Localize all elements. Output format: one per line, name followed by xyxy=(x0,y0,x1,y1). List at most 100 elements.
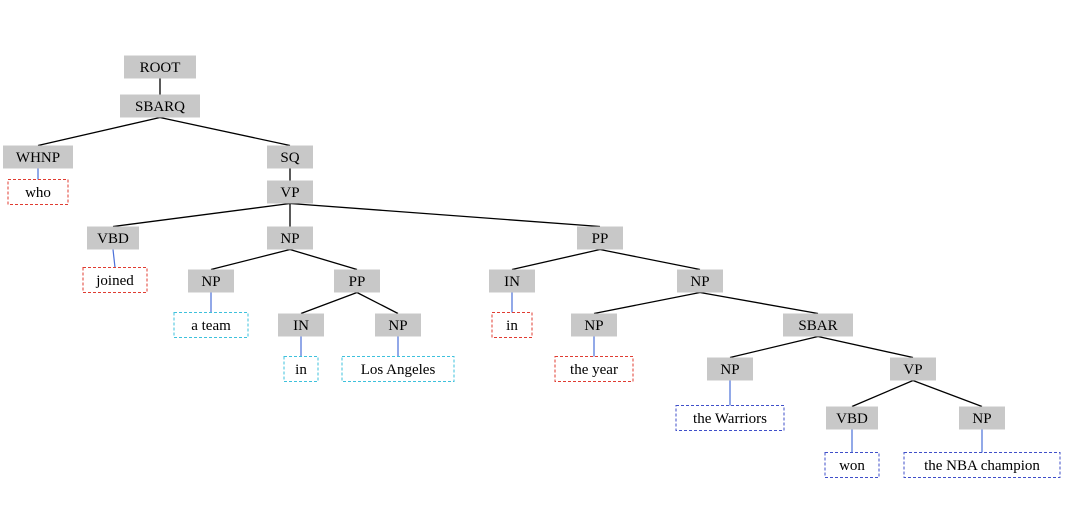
edge-sbarq-whnp xyxy=(37,116,161,147)
node-label: VBD xyxy=(97,231,129,247)
leaf-box xyxy=(675,405,785,431)
leaf-box xyxy=(283,356,319,382)
node-label: the Warriors xyxy=(693,411,767,427)
leaf-word-nba: the NBA champion xyxy=(903,452,1061,478)
tag-node-in1: IN xyxy=(278,313,324,337)
tag-node-in2: IN xyxy=(489,269,535,293)
edge-np4-np5 xyxy=(593,291,701,315)
tag-box xyxy=(120,94,200,118)
tag-box xyxy=(707,357,753,381)
edge-np4-sbar xyxy=(699,291,819,315)
node-label: NP xyxy=(720,362,739,378)
node-label: Los Angeles xyxy=(361,362,436,378)
leaf-box xyxy=(7,179,69,205)
leaf-box xyxy=(824,452,880,478)
node-label: the year xyxy=(570,362,618,378)
tag-box xyxy=(375,313,421,337)
tag-box xyxy=(278,313,324,337)
node-label: who xyxy=(25,185,51,201)
tag-node-vbd1: VBD xyxy=(87,226,139,250)
node-label: in xyxy=(506,318,518,334)
tag-node-sbarq: SBARQ xyxy=(120,94,200,118)
edge-sbar-vp2 xyxy=(817,335,914,359)
node-label: the NBA champion xyxy=(924,458,1040,474)
node-label: VBD xyxy=(836,411,868,427)
node-label: NP xyxy=(972,411,991,427)
tag-box xyxy=(959,406,1005,430)
node-label: IN xyxy=(504,274,520,290)
edge-sbar-np6 xyxy=(729,335,819,359)
tag-node-pp2: PP xyxy=(577,226,623,250)
node-label: IN xyxy=(293,318,309,334)
leaf-word-in2w: in xyxy=(491,312,533,338)
tree-edges xyxy=(37,78,983,453)
edge-vbd1-joined xyxy=(112,249,116,268)
tag-node-np3: NP xyxy=(375,313,421,337)
leaf-box xyxy=(554,356,634,382)
tag-box xyxy=(826,406,878,430)
leaf-box xyxy=(903,452,1061,478)
leaf-word-who: who xyxy=(7,179,69,205)
node-label: in xyxy=(295,362,307,378)
tag-node-np4: NP xyxy=(677,269,723,293)
tag-node-np5: NP xyxy=(571,313,617,337)
tag-box xyxy=(124,55,196,79)
node-label: NP xyxy=(584,318,603,334)
tag-box xyxy=(334,269,380,293)
edge-np1-np2 xyxy=(210,248,291,271)
tag-box xyxy=(783,313,853,337)
leaf-box xyxy=(173,312,249,338)
node-label: won xyxy=(839,458,865,474)
node-label: SBAR xyxy=(798,318,837,334)
tag-node-np1: NP xyxy=(267,226,313,250)
tag-box xyxy=(267,145,313,169)
tag-node-np2: NP xyxy=(188,269,234,293)
tag-box xyxy=(571,313,617,337)
tag-box xyxy=(577,226,623,250)
edge-pp1-np3 xyxy=(356,291,399,315)
tag-box xyxy=(3,145,73,169)
edge-vp1-vbd1 xyxy=(112,202,291,228)
node-label: ROOT xyxy=(140,60,181,76)
node-label: NP xyxy=(201,274,220,290)
tag-box xyxy=(267,226,313,250)
node-label: NP xyxy=(690,274,709,290)
tag-node-root: ROOT xyxy=(124,55,196,79)
leaf-word-la: Los Angeles xyxy=(341,356,455,382)
leaf-word-in1w: in xyxy=(283,356,319,382)
leaf-word-warriors: the Warriors xyxy=(675,405,785,431)
leaf-box xyxy=(82,267,148,293)
edge-np1-pp1 xyxy=(289,248,358,271)
tag-node-vp2: VP xyxy=(890,357,936,381)
tag-box xyxy=(188,269,234,293)
node-label: VP xyxy=(903,362,922,378)
tag-box xyxy=(489,269,535,293)
tag-box xyxy=(87,226,139,250)
tag-node-np7: NP xyxy=(959,406,1005,430)
tag-box xyxy=(267,180,313,204)
edge-vp1-pp2 xyxy=(289,202,601,228)
tag-node-vp1: VP xyxy=(267,180,313,204)
node-label: SBARQ xyxy=(135,99,185,115)
tag-node-sbar: SBAR xyxy=(783,313,853,337)
tag-node-np6: NP xyxy=(707,357,753,381)
edge-sbarq-sq xyxy=(159,116,291,147)
leaf-word-joined: joined xyxy=(82,267,148,293)
tag-node-pp1: PP xyxy=(334,269,380,293)
tag-box xyxy=(677,269,723,293)
node-label: SQ xyxy=(280,150,299,166)
edge-vp2-np7 xyxy=(912,379,983,408)
edge-pp1-in1 xyxy=(300,291,358,315)
leaf-word-theyear: the year xyxy=(554,356,634,382)
node-label: WHNP xyxy=(16,150,60,166)
tag-node-vbd2: VBD xyxy=(826,406,878,430)
edge-pp2-in2 xyxy=(511,248,601,271)
leaf-box xyxy=(341,356,455,382)
tag-node-whnp: WHNP xyxy=(3,145,73,169)
node-label: VP xyxy=(280,185,299,201)
tag-box xyxy=(890,357,936,381)
edge-vp2-vbd2 xyxy=(851,379,914,408)
node-label: PP xyxy=(592,231,609,247)
